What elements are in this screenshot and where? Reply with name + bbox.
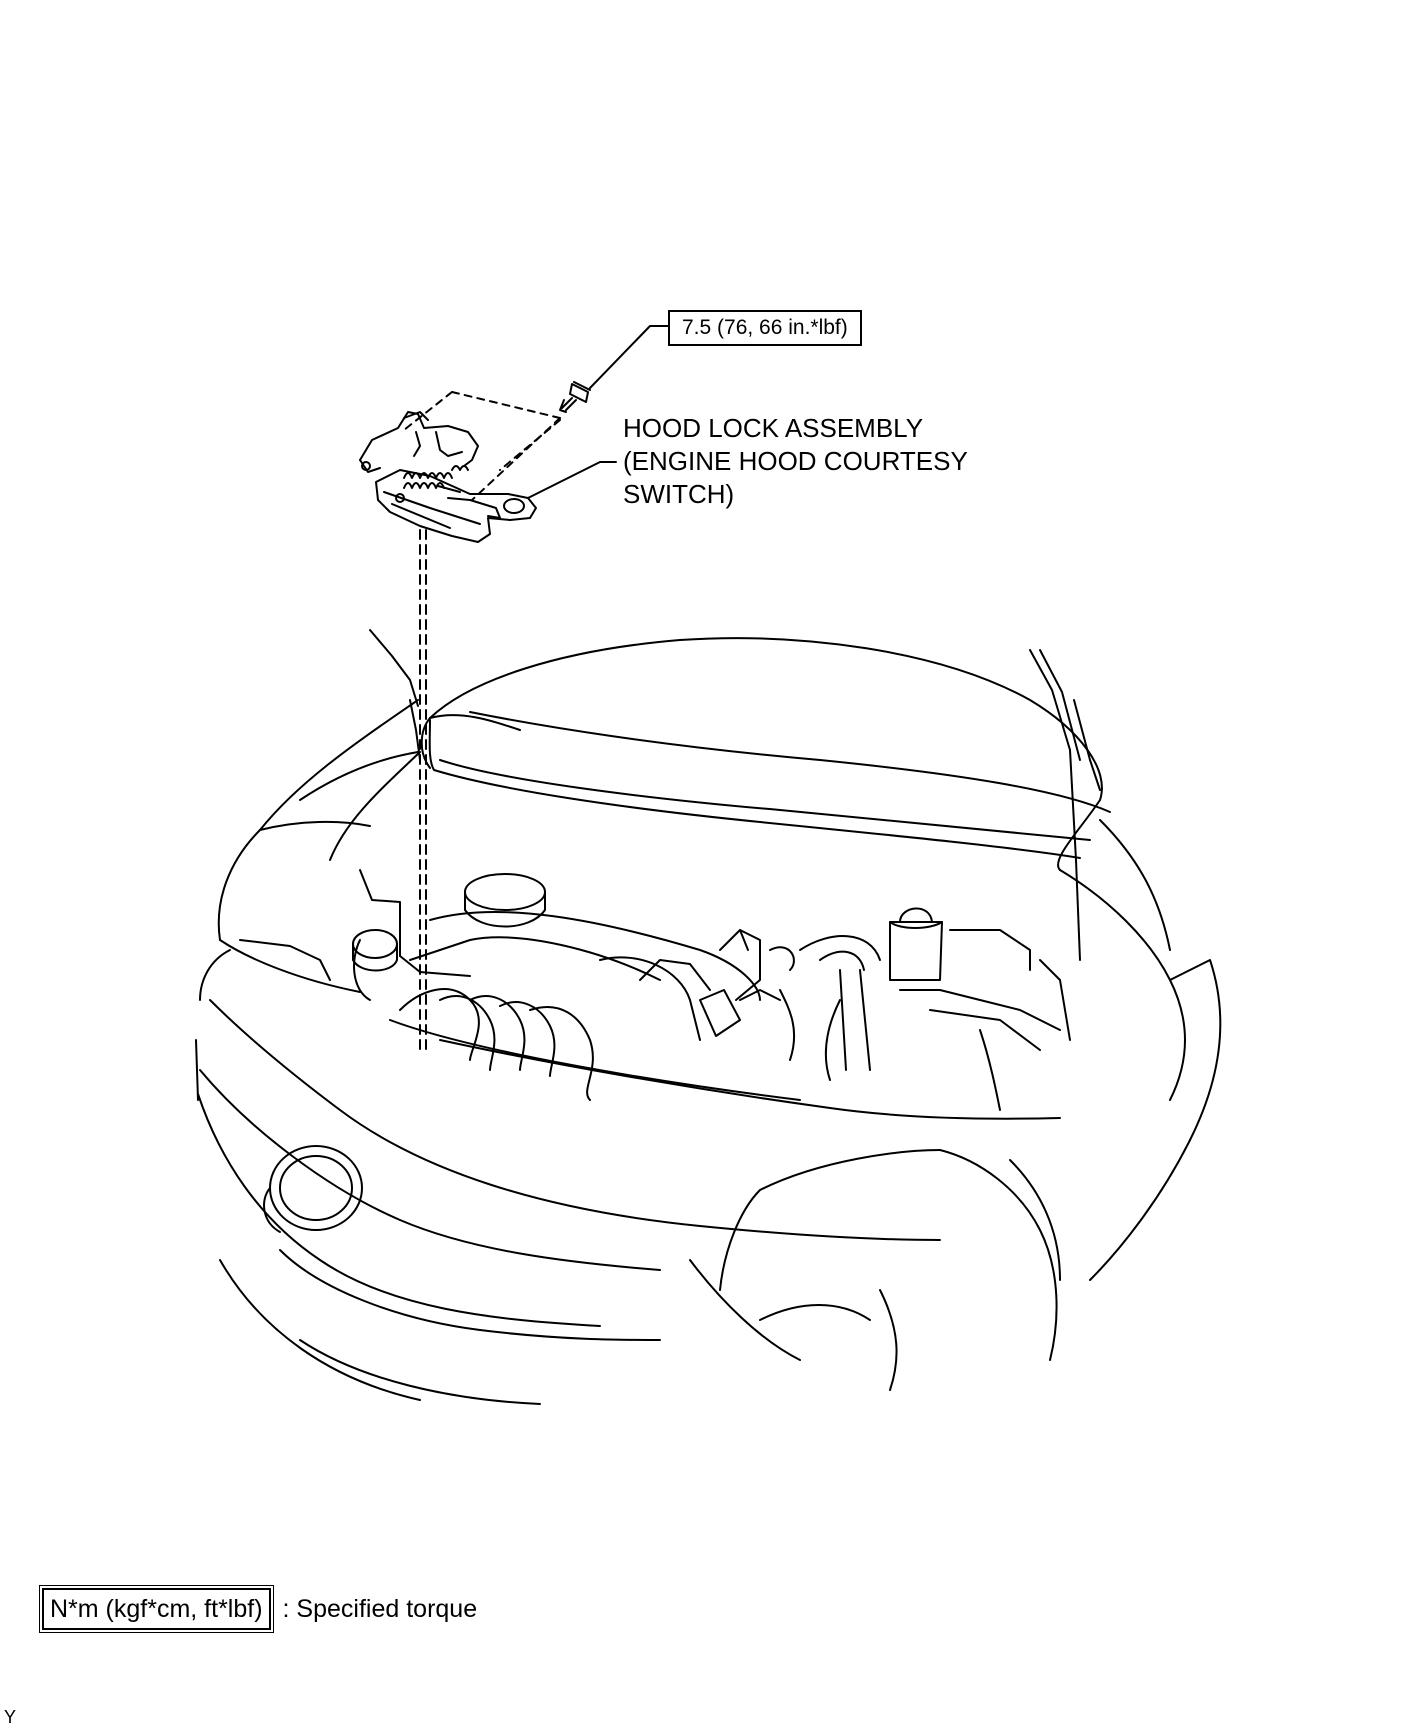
part-label-line-3: SWITCH) (623, 479, 735, 509)
part-label-line-2: (ENGINE HOOD COURTESY (623, 446, 968, 476)
torque-legend: N*m (kgf*cm, ft*lbf) : Specified torque (39, 1585, 478, 1633)
legend-description: : Specified torque (282, 1594, 478, 1623)
part-label-line-1: HOOD LOCK ASSEMBLY (623, 413, 924, 443)
vehicle-body (195, 629, 1222, 1405)
legend-symbol: N*m (kgf*cm, ft*lbf) (39, 1585, 274, 1633)
hood-lock-icon (359, 391, 617, 1051)
part-label: HOOD LOCK ASSEMBLY (ENGINE HOOD COURTESY… (623, 412, 968, 511)
torque-leader-line (589, 325, 669, 389)
illustration-code: Y (4, 1707, 17, 1727)
bolt-icon (559, 381, 591, 413)
torque-callout: 7.5 (76, 66 in.*lbf) (668, 310, 862, 346)
